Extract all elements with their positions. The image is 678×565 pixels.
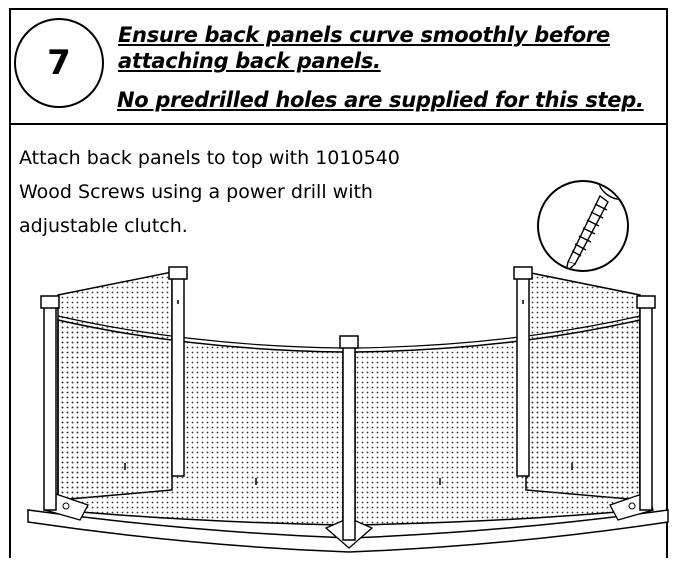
curved-panel-assembly bbox=[27, 266, 669, 553]
instruction-line-1: Attach back panels to top with 1010540 bbox=[19, 147, 400, 169]
step-number-badge: 7 bbox=[14, 18, 104, 108]
wood-screw-icon bbox=[537, 180, 629, 272]
warning-line-2: attaching back panels. bbox=[118, 49, 381, 73]
header-divider bbox=[9, 123, 668, 125]
warning-line-3: No predrilled holes are supplied for thi… bbox=[117, 88, 644, 112]
warning-line-1: Ensure back panels curve smoothly before bbox=[118, 23, 610, 47]
instruction-line-2: Wood Screws using a power drill with bbox=[19, 181, 373, 203]
step-number: 7 bbox=[47, 43, 71, 83]
instruction-line-3: adjustable clutch. bbox=[19, 215, 188, 237]
instruction-frame bbox=[9, 8, 668, 558]
